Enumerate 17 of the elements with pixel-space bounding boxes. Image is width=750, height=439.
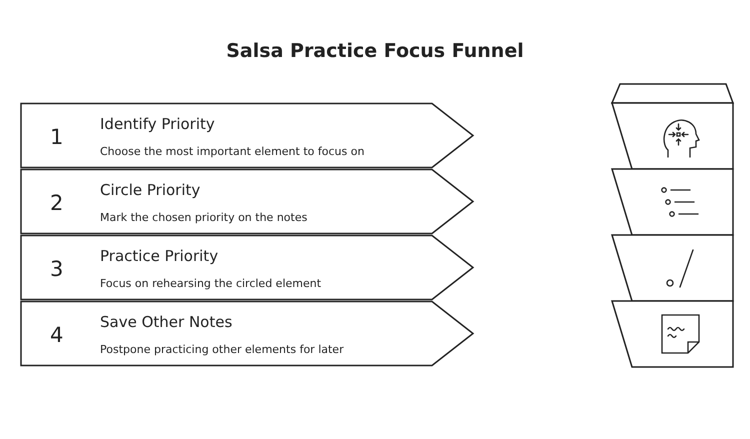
step-description: Mark the chosen priority on the notes xyxy=(100,211,308,224)
step-heading: Save Other Notes xyxy=(100,313,232,331)
step-number: 3 xyxy=(50,257,64,281)
step-banner xyxy=(20,235,475,300)
step-number: 1 xyxy=(50,125,64,149)
step-banner xyxy=(20,301,475,366)
step-number: 4 xyxy=(50,323,64,347)
title: Salsa Practice Focus Funnel xyxy=(225,40,525,62)
step-heading: Identify Priority xyxy=(100,115,215,133)
step-heading: Practice Priority xyxy=(100,247,218,265)
step-banner xyxy=(20,169,475,234)
step-heading: Circle Priority xyxy=(100,181,200,199)
step-number: 2 xyxy=(50,191,64,215)
step-description: Postpone practicing other elements for later xyxy=(100,343,344,356)
step-banner xyxy=(20,103,475,168)
step-description: Choose the most important element to focus on xyxy=(100,145,364,158)
step-description: Focus on rehearsing the circled element xyxy=(100,277,322,290)
